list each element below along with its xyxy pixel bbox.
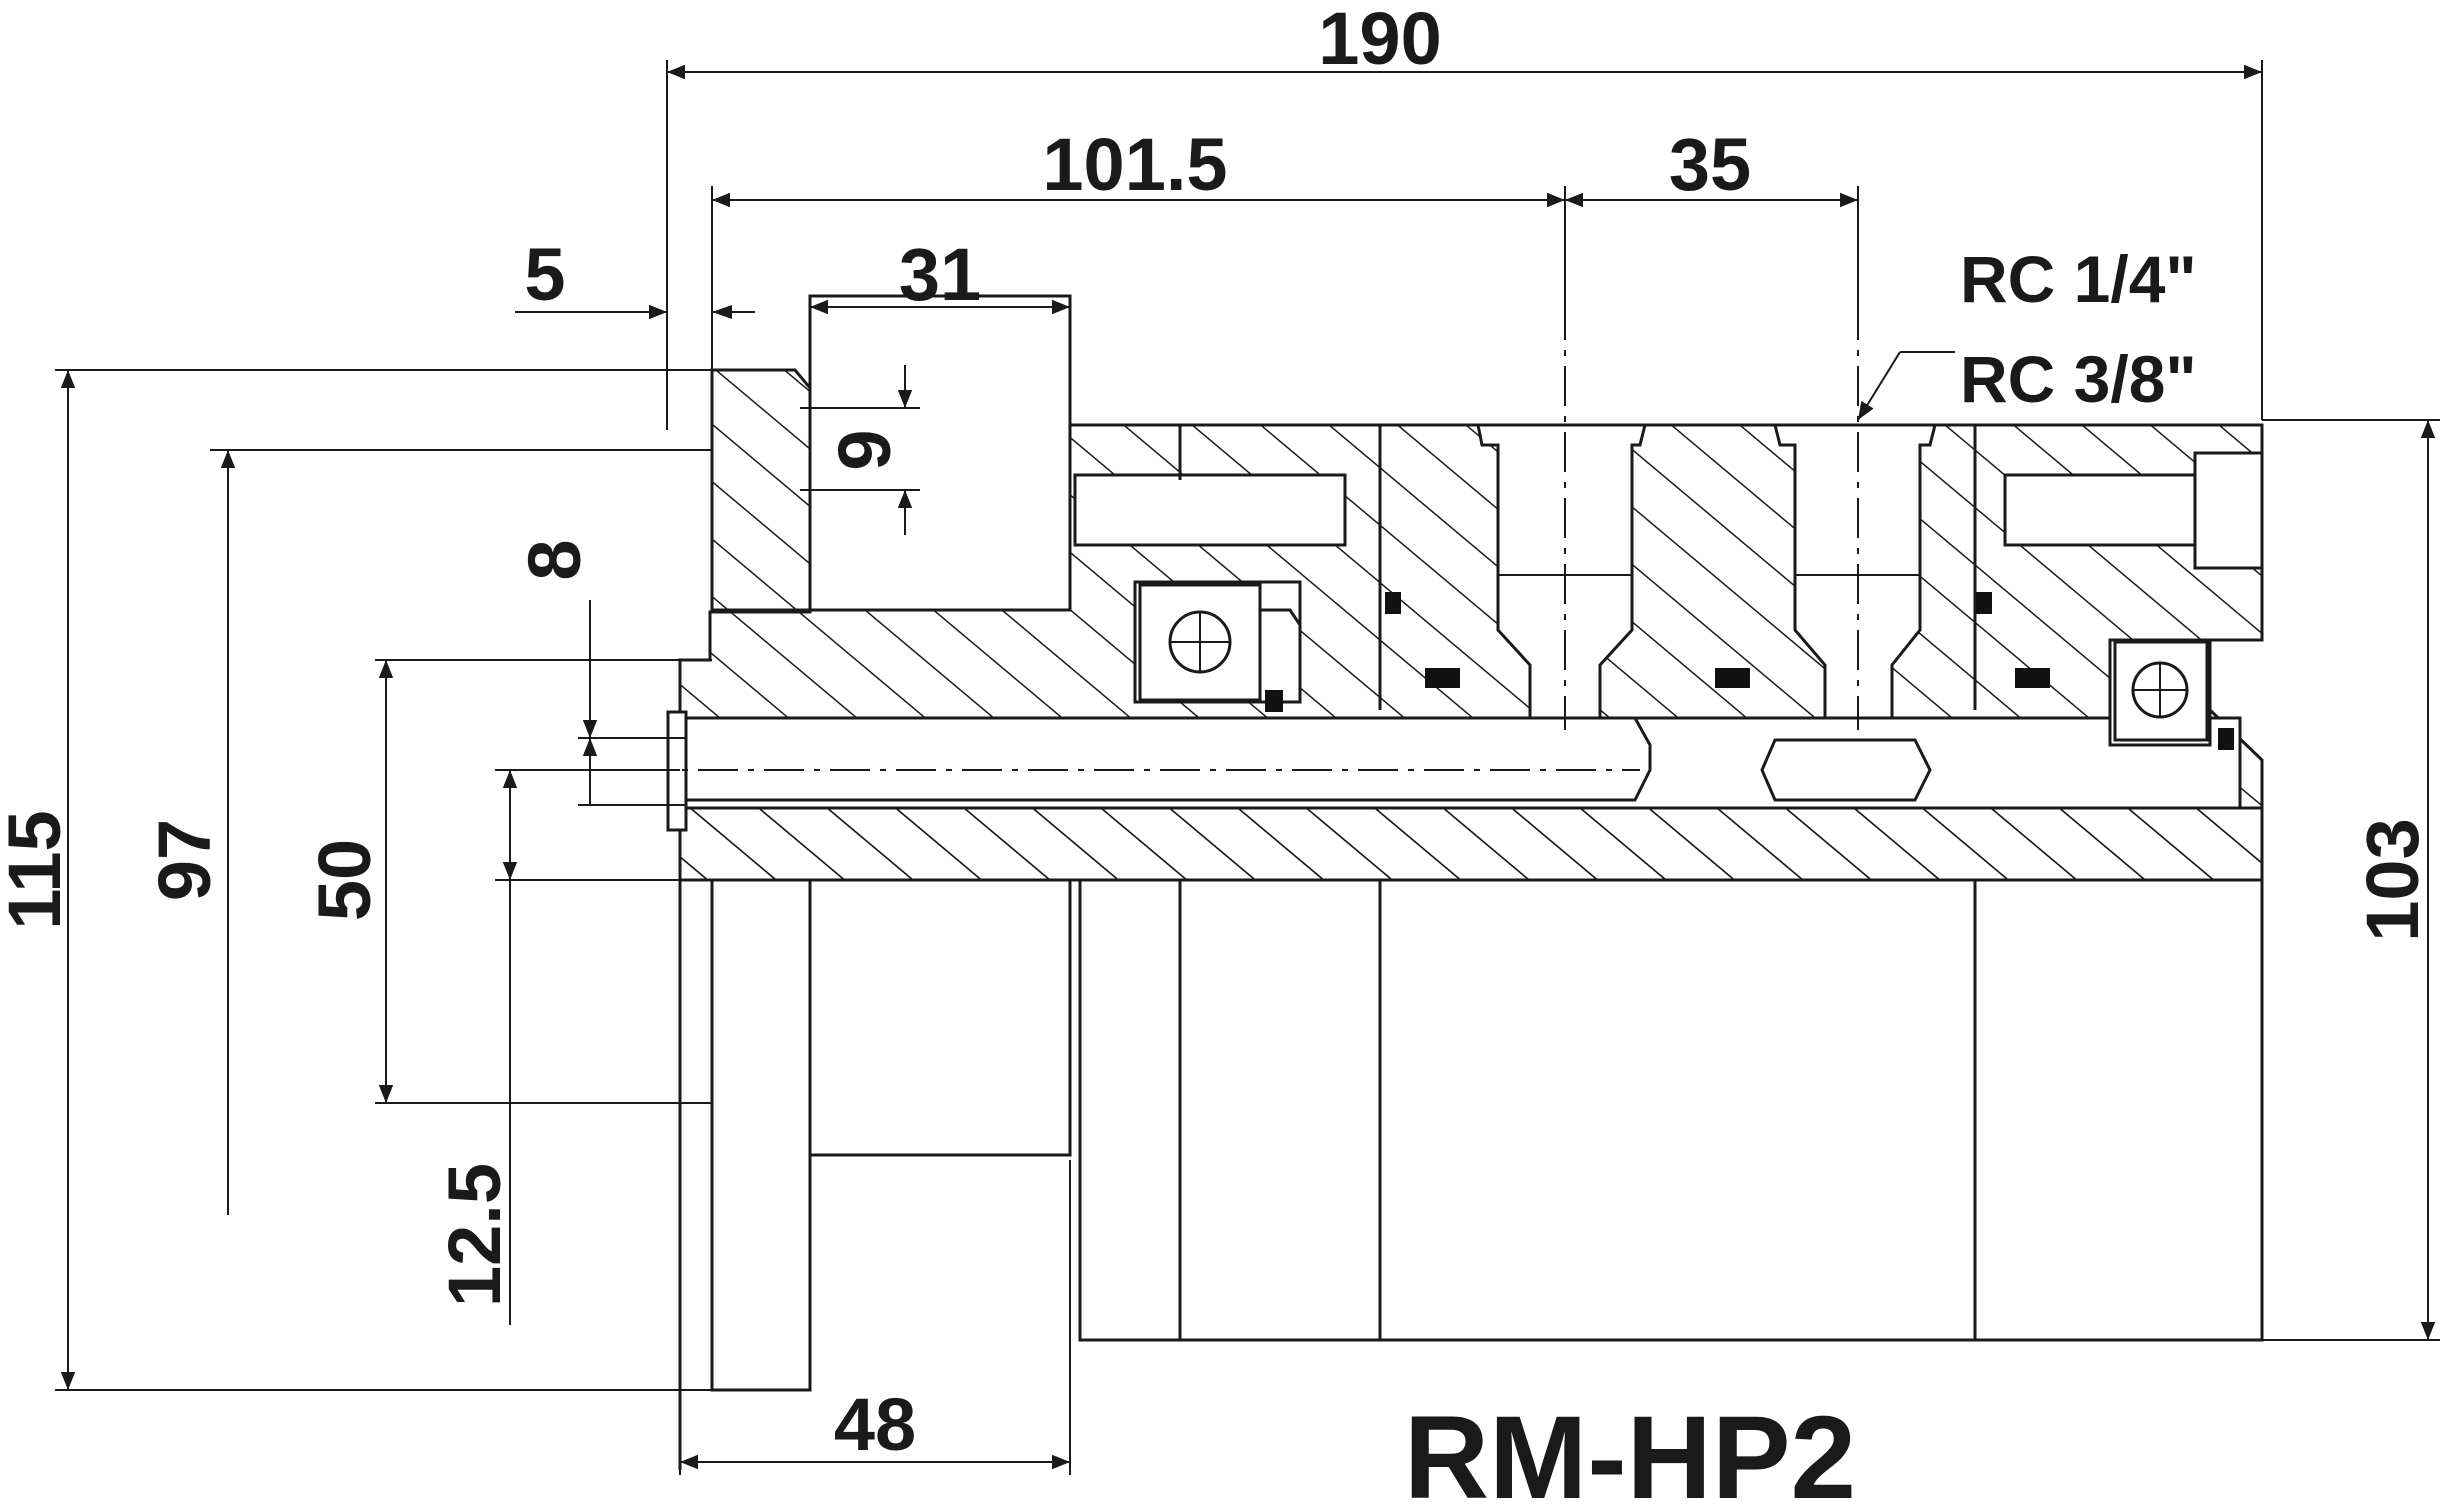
dim-5: 5 — [524, 233, 565, 316]
dim-115: 115 — [0, 810, 76, 929]
bolt-left — [1073, 473, 1347, 547]
dim-50: 50 — [303, 839, 386, 921]
seal — [2218, 728, 2234, 750]
dim-9: 9 — [823, 429, 906, 470]
seal — [1715, 668, 1750, 688]
dim-35: 35 — [1669, 123, 1751, 206]
seal — [1385, 592, 1401, 614]
seal — [1265, 690, 1283, 712]
bolt-head-right — [2193, 451, 2264, 570]
dim-97: 97 — [143, 819, 226, 901]
bearing-left — [1138, 583, 1302, 702]
dim-103: 103 — [2351, 818, 2434, 941]
model-title: RM-HP2 — [1404, 1392, 1856, 1509]
dimension-labels: 190 101.5 35 5 31 9 8 115 97 50 12.5 48 … — [0, 0, 2434, 1466]
bearing-pocket-right — [2108, 638, 2212, 747]
port-label-rc-1-4: RC 1/4" — [1960, 242, 2197, 316]
dim-31: 31 — [899, 233, 981, 316]
cross-passage — [1760, 738, 1932, 802]
bearing-right — [2113, 640, 2209, 742]
port-label-rc-3-8: RC 3/8" — [1960, 342, 2197, 416]
port-labels: RC 1/4" RC 3/8" — [1960, 242, 2197, 416]
dim-101-5: 101.5 — [1042, 123, 1227, 206]
dim-8: 8 — [513, 539, 596, 580]
flange-section — [710, 368, 812, 612]
dim-48: 48 — [834, 1383, 916, 1466]
seal — [2015, 668, 2050, 688]
lower-view — [678, 878, 2264, 1470]
shaft-section — [678, 806, 2264, 882]
dim-12-5: 12.5 — [433, 1163, 516, 1307]
pocket-left — [808, 294, 1072, 612]
dim-190: 190 — [1318, 0, 1441, 80]
port-cavity-2 — [1773, 423, 1937, 720]
dimension-lines — [55, 60, 2440, 1475]
seal — [1976, 592, 1992, 614]
seal — [1425, 668, 1460, 688]
shaft-end — [678, 716, 1652, 802]
upper-section — [666, 294, 2264, 882]
